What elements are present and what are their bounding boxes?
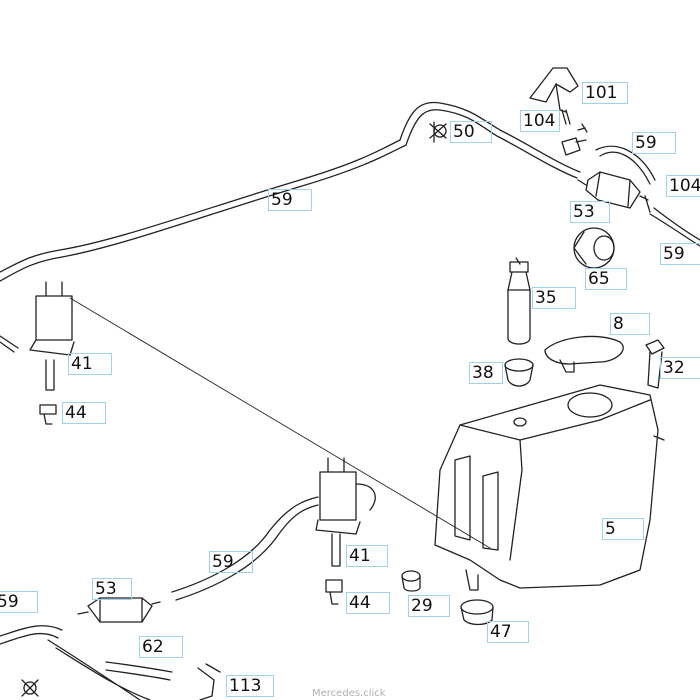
hose-62	[105, 661, 173, 681]
filter-53-top	[577, 171, 649, 209]
callout-8: 8	[610, 313, 650, 335]
callout-29: 29	[408, 595, 450, 617]
callout-53-bottom: 53	[92, 578, 132, 600]
connector-113	[197, 663, 221, 700]
hose-lower-left	[0, 625, 151, 700]
reservoir-tank-5	[434, 384, 665, 591]
callout-44-center: 44	[346, 592, 390, 614]
grommet-47	[460, 599, 494, 626]
callout-101: 101	[582, 82, 628, 104]
nozzle-101	[529, 67, 588, 133]
callout-59-left: 59	[0, 591, 38, 613]
callout-113: 113	[226, 675, 274, 697]
grommet-44-left	[39, 404, 57, 425]
grommet-29	[401, 570, 421, 592]
callout-47: 47	[487, 621, 529, 643]
callout-44-left: 44	[62, 402, 106, 424]
callout-59-center: 59	[209, 551, 253, 573]
callout-32: 32	[660, 357, 700, 379]
callout-53-top: 53	[570, 201, 610, 223]
callout-62: 62	[139, 636, 183, 658]
watermark: Mercedes.click	[312, 688, 386, 699]
callout-38: 38	[469, 362, 503, 384]
connector-104	[561, 137, 700, 247]
callout-59-top-right: 59	[632, 132, 676, 154]
pump-41-left	[29, 281, 75, 391]
callout-59-right: 59	[660, 243, 700, 265]
filter-53-bottom	[77, 597, 161, 623]
callout-35: 35	[532, 287, 576, 309]
cap-8	[544, 335, 624, 373]
filler-pipe-35	[507, 257, 531, 345]
callout-59-hose-top: 59	[268, 189, 312, 211]
grommet-38	[504, 358, 534, 387]
pump-41-center	[315, 457, 376, 567]
callout-50: 50	[450, 121, 492, 143]
washer-hose-top	[0, 101, 581, 282]
callout-104-right: 104	[666, 175, 700, 197]
callout-5: 5	[602, 518, 644, 540]
grommet-65	[573, 227, 615, 269]
hose-stub-left	[0, 335, 19, 353]
washer-hose-lower	[171, 496, 319, 601]
grommet-44-center	[325, 579, 343, 605]
valve-bottom-left	[21, 679, 39, 697]
valve-50	[429, 121, 447, 143]
callout-41-center: 41	[346, 545, 388, 567]
callout-41-left: 41	[68, 353, 112, 375]
callout-104-top: 104	[520, 110, 560, 132]
callout-65: 65	[585, 268, 627, 290]
pump-wire-line	[69, 297, 491, 549]
